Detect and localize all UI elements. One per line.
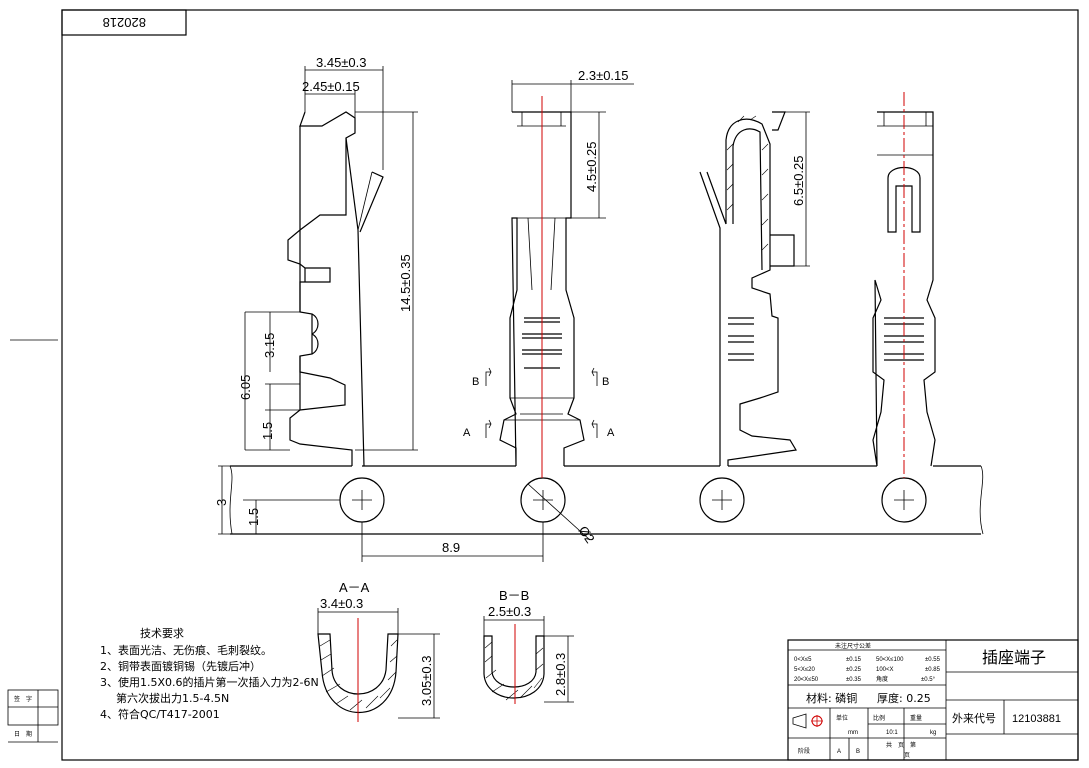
material: 材料: 磷铜 <box>806 691 857 705</box>
title-block: 未注尺寸公差 0<X≤5 ±0.15 50<X≤100 ±0.55 5<X≤20… <box>787 639 1079 761</box>
unit-value: mm <box>848 730 858 736</box>
section-bb-height: 2.8±0.3 <box>553 653 568 696</box>
section-view <box>699 111 797 466</box>
ext-code-label: 外来代号 <box>952 712 996 725</box>
marker-a-right: A <box>607 427 615 439</box>
dim-hole-dia: Ø2 <box>576 523 598 546</box>
top-view-dimensions: 2.3±0.15 4.5±0.25 6.5±0.25 <box>511 68 810 267</box>
unit-label: 单位 <box>836 714 848 722</box>
dim-len-6-5: 6.5±0.25 <box>791 155 806 206</box>
projection-symbol-icon <box>792 713 823 729</box>
weight-label: 重量 <box>910 714 922 722</box>
section-bb-width: 2.5±0.3 <box>488 604 531 619</box>
section-bb: B－B 2.5±0.3 2.8±0.3 <box>483 588 574 704</box>
bottom-view <box>872 92 936 478</box>
number-box <box>61 9 187 36</box>
scale-label: 比例 <box>873 714 885 722</box>
dim-total-length: 14.5±0.35 <box>398 254 413 312</box>
sheet-label: 页 <box>904 752 910 759</box>
dim-pitch: 8.9 <box>442 540 460 555</box>
dim-width-outer: 3.45±0.3 <box>316 55 367 70</box>
sign-box <box>7 689 59 726</box>
part-name: 插座端子 <box>982 648 1046 667</box>
date-label: 日 期 <box>14 730 32 738</box>
tol-r3-c3: 角度 <box>876 675 888 683</box>
carrier-strip <box>229 465 984 535</box>
section-bb-title: B－B <box>499 588 529 603</box>
tech-req-title: 技术要求 <box>140 627 184 640</box>
drawing-number: 820218 <box>103 15 146 30</box>
ext-code: 12103881 <box>1012 713 1061 725</box>
stage-label: 阶段 <box>798 747 810 755</box>
marker-b-right: B <box>602 376 609 388</box>
tol-r1-c1: 0<X≤5 <box>794 657 812 663</box>
section-aa-height: 3.05±0.3 <box>419 655 434 706</box>
weight-value: kg <box>930 730 936 736</box>
marker-a-left: A <box>463 427 471 439</box>
sheets-total: 共 页 第 <box>886 741 916 749</box>
stage-a: A <box>837 749 841 755</box>
technical-requirements: 技术要求 1、表面光洁、无伤痕、毛刺裂纹。 2、铜带表面镀铜锡（先镀后冲） 3、… <box>100 627 319 721</box>
section-aa: A－A 3.4±0.3 3.05±0.3 <box>317 580 440 722</box>
pilot-holes <box>339 477 927 523</box>
tol-r3-c4: ±0.5° <box>921 677 936 683</box>
dim-strip-3: 3 <box>214 499 229 506</box>
tech-req-item-3: 3、使用1.5X0.6的插片第一次插入力为2-6N <box>100 675 319 689</box>
dim-len-4-5: 4.5±0.25 <box>584 141 599 192</box>
tolerance-header: 未注尺寸公差 <box>835 642 871 650</box>
tol-r1-c3: 50<X≤100 <box>876 657 904 663</box>
strip-dimensions: 3 1.5 8.9 Ø2 <box>214 465 598 562</box>
dim-width-top: 2.3±0.15 <box>578 68 629 83</box>
tech-req-item-5: 4、符合QC/T417-2001 <box>100 707 220 721</box>
dim-width-inner: 2.45±0.15 <box>302 79 360 94</box>
tol-r1-c2: ±0.15 <box>846 657 862 663</box>
section-aa-title: A－A <box>339 580 370 595</box>
thickness: 厚度: 0.25 <box>877 691 931 705</box>
side-view <box>287 111 384 467</box>
dim-6-05: 6.05 <box>238 375 253 400</box>
tol-r2-c4: ±0.85 <box>925 667 941 673</box>
section-aa-width: 3.4±0.3 <box>320 596 363 611</box>
dim-1-5: 1.5 <box>260 422 275 440</box>
section-markers: B B A A <box>463 367 615 439</box>
drawing-frame <box>61 9 1079 761</box>
tech-req-item-1: 1、表面光洁、无伤痕、毛刺裂纹。 <box>100 643 272 657</box>
tol-r3-c2: ±0.35 <box>846 677 862 683</box>
side-view-dimensions: 3.45±0.3 2.45±0.15 14.5±0.35 6.05 3.15 1… <box>238 55 418 451</box>
tol-r2-c3: 100<X <box>876 667 894 673</box>
sign-label: 签 字 <box>14 695 32 703</box>
dim-strip-1-5: 1.5 <box>246 508 261 526</box>
tech-req-item-2: 2、铜带表面镀铜锡（先镀后冲） <box>100 659 261 673</box>
marker-b-left: B <box>472 376 479 388</box>
dim-3-15: 3.15 <box>262 333 277 358</box>
top-view <box>499 96 585 478</box>
tol-r2-c1: 5<X≤20 <box>794 667 815 673</box>
tol-r2-c2: ±0.25 <box>846 667 862 673</box>
tol-r3-c1: 20<X≤50 <box>794 677 819 683</box>
scale-value: 10:1 <box>886 730 898 736</box>
tech-req-item-4: 第六次拔出力1.5-4.5N <box>116 691 229 705</box>
tol-r1-c4: ±0.55 <box>925 657 941 663</box>
stage-b: B <box>856 749 860 755</box>
